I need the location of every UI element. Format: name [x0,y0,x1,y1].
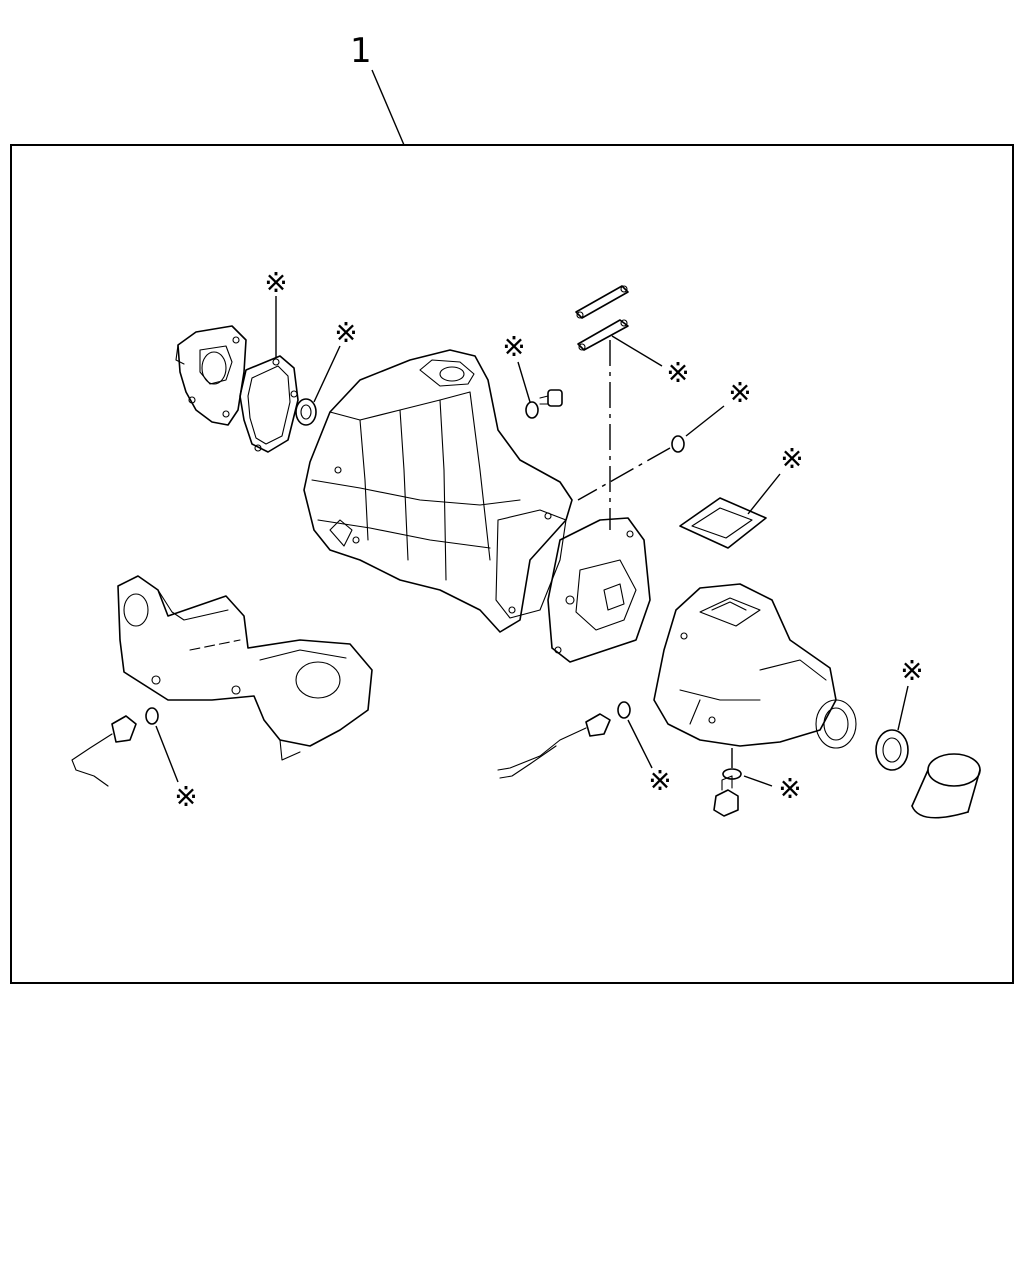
asterisk-mark-top-gasket[interactable]: ※ [780,442,803,475]
sensor-washer-left [145,707,159,725]
asterisk-mark-plug-washer[interactable]: ※ [502,330,525,363]
intermediate-plate [547,517,651,663]
extension-housing [653,583,857,749]
transfer-adapter [117,575,373,761]
o-ring [671,435,685,453]
breather-plug [539,389,563,407]
interlock-gasket [577,319,629,351]
asterisk-mark-output-seal[interactable]: ※ [900,654,923,687]
asterisk-mark-interlock-gasket[interactable]: ※ [666,356,689,389]
asterisk-mark-sensor-washer-left[interactable]: ※ [174,780,197,813]
sensor-washer-right [617,701,631,719]
callout-1-leader [371,69,405,146]
top-cover-gasket [679,497,767,549]
output-oil-seal [875,729,909,771]
speed-sensor-left [71,715,137,787]
asterisk-mark-oil-seal[interactable]: ※ [334,316,357,349]
callout-number-1[interactable]: 1 [350,31,372,71]
asterisk-mark-gasket[interactable]: ※ [264,266,287,299]
plug-washer [525,401,539,419]
dust-cover [911,753,981,819]
drain-washer [722,768,742,780]
drain-plug [713,775,739,817]
speed-sensor-right [497,713,611,779]
oil-seal [295,398,317,426]
asterisk-mark-drain-washer[interactable]: ※ [778,772,801,805]
rear-cover-gasket [239,355,299,453]
transmission-case [303,349,573,633]
asterisk-mark-o-ring[interactable]: ※ [728,376,751,409]
assembly-frame [10,144,1014,984]
rear-cover-housing [175,325,247,426]
interlock-plate [575,285,629,319]
asterisk-mark-sensor-washer-right[interactable]: ※ [648,764,671,797]
